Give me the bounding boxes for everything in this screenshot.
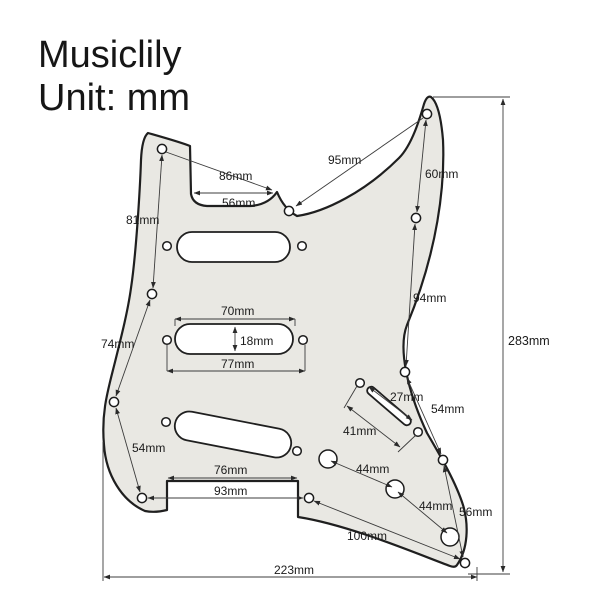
middle-pickup-cutout	[174, 323, 294, 355]
screw-hole	[156, 143, 168, 155]
dim-label-56mm-right: 56mm	[459, 505, 492, 519]
dim-line-44mm-b	[397, 491, 448, 534]
bridge-pickup-cutout	[173, 410, 293, 459]
dimension-labels: 86mm 95mm 56mm 60mm 81mm 94mm 283mm 70mm…	[101, 153, 550, 577]
neck-pickup-cutout	[176, 231, 291, 263]
dim-line-81mm	[150, 154, 165, 289]
pickup-mount-hole	[161, 334, 173, 346]
switch-mount-hole	[412, 426, 424, 438]
dim-label-60mm: 60mm	[425, 167, 458, 181]
dim-label-100mm: 100mm	[347, 529, 387, 543]
dim-label-56mm-neck: 56mm	[222, 196, 255, 210]
screw-hole	[459, 557, 471, 569]
dimension-lines	[102, 96, 510, 581]
dim-line-41mm	[346, 405, 401, 448]
dim-line-86mm	[165, 151, 273, 191]
screw-hole	[421, 108, 433, 120]
dim-label-54mm-right: 54mm	[431, 402, 464, 416]
dim-label-86mm: 86mm	[219, 169, 252, 183]
dim-label-27mm: 27mm	[390, 390, 423, 404]
dim-label-41mm: 41mm	[343, 424, 376, 438]
dim-label-18mm: 18mm	[240, 334, 273, 348]
dim-label-70mm: 70mm	[221, 304, 254, 318]
screw-hole	[136, 492, 148, 504]
dim-label-283mm: 283mm	[508, 334, 550, 348]
dim-line-100mm	[313, 500, 461, 560]
switch-mount-hole	[354, 377, 366, 389]
dim-label-93mm: 93mm	[214, 484, 247, 498]
dim-label-74mm: 74mm	[101, 337, 134, 351]
pickup-mount-hole	[296, 240, 308, 252]
dim-label-76mm: 76mm	[214, 463, 247, 477]
dim-label-81mm: 81mm	[126, 213, 159, 227]
screw-hole	[146, 288, 158, 300]
dim-line-74mm	[115, 299, 151, 397]
dim-line-60mm	[415, 119, 428, 213]
pickup-mount-hole	[161, 240, 173, 252]
dim-label-95mm: 95mm	[328, 153, 361, 167]
dim-line-54mm-left	[115, 407, 141, 493]
dim-line-95mm	[295, 117, 424, 207]
pot-hole	[318, 449, 338, 469]
dim-ext-41mm	[343, 385, 417, 453]
pickup-mount-hole	[160, 416, 172, 428]
dim-line-27mm	[368, 386, 413, 421]
screw-hole	[283, 205, 295, 217]
pickup-mount-hole	[291, 445, 303, 457]
dim-line-54mm-right	[406, 377, 442, 455]
dim-label-94mm: 94mm	[413, 291, 446, 305]
screw-hole	[108, 396, 120, 408]
unit-label: Unit: mm	[38, 77, 190, 119]
pickup-mount-hole	[297, 334, 309, 346]
screw-hole	[303, 492, 315, 504]
dim-label-223mm: 223mm	[274, 563, 314, 577]
dim-label-54mm-left: 54mm	[132, 441, 165, 455]
dim-ext-70mm	[174, 319, 296, 326]
dim-line-94mm	[403, 223, 418, 367]
screw-hole	[410, 212, 422, 224]
dim-label-77mm: 77mm	[221, 357, 254, 371]
screw-hole	[437, 454, 449, 466]
dim-ext-283mm	[433, 96, 510, 575]
dim-ext-223mm	[102, 442, 478, 581]
brand-name: Musiclily	[38, 34, 182, 76]
brand-block: Musiclily Unit: mm	[38, 34, 190, 120]
dim-label-44mm-a: 44mm	[356, 462, 389, 476]
dim-label-44mm-b: 44mm	[419, 499, 452, 513]
screw-hole	[399, 366, 411, 378]
dim-line-44mm-a	[330, 460, 393, 488]
dim-ext-77mm	[166, 345, 306, 371]
